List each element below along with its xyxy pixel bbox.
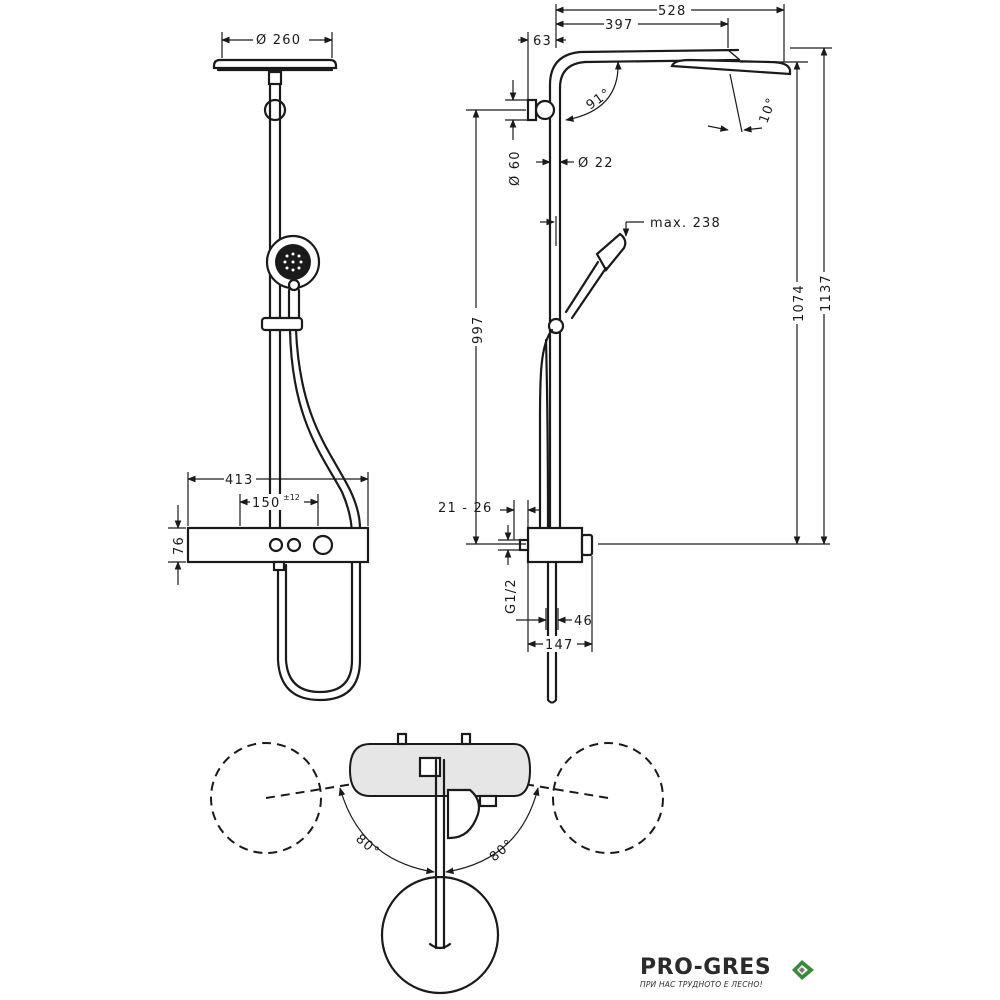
side-wall-bracket bbox=[526, 98, 538, 122]
top-view: 80° 80° bbox=[210, 732, 664, 995]
dim-swivel-left: 80° bbox=[352, 832, 382, 861]
brand-logo: PRO-GRES ПРИ НАС ТРУДНОТО Е ЛЕСНО! bbox=[640, 956, 830, 990]
dim-total-to-arm: 1074 bbox=[792, 284, 807, 322]
top-overhead-shower bbox=[380, 875, 500, 995]
front-hose bbox=[276, 328, 362, 702]
dim-total-height: 1137 bbox=[819, 274, 834, 312]
brand-name: PRO-GRES bbox=[640, 955, 772, 980]
front-wall-bracket bbox=[263, 98, 287, 122]
side-hose bbox=[538, 328, 554, 530]
dim-wall-bracket-diameter: Ø 60 bbox=[508, 150, 523, 186]
dim-handshower-max: max. 238 bbox=[650, 216, 721, 231]
dim-body-depth: 46 bbox=[574, 614, 593, 629]
side-outlet-hose bbox=[546, 560, 558, 704]
brand-tagline: ПРИ НАС ТРУДНОТО Е ЛЕСНО! bbox=[640, 980, 763, 989]
dim-arm-angle: 91° bbox=[584, 86, 614, 114]
dim-head-tilt: 10° bbox=[757, 95, 780, 125]
dim-arm-reach: 528 bbox=[658, 4, 686, 19]
front-hand-shower bbox=[265, 234, 321, 324]
front-slider-holder bbox=[260, 316, 304, 332]
dim-arm-to-head: 397 bbox=[605, 18, 633, 33]
dim-head-diameter: Ø 260 bbox=[256, 33, 301, 48]
dim-riser-diameter: Ø 22 bbox=[578, 156, 614, 171]
side-thermostat-body bbox=[526, 526, 584, 564]
front-button-right bbox=[286, 537, 302, 553]
front-button-left bbox=[268, 537, 284, 553]
front-view: Ø 260 413 150 ±12 76 bbox=[168, 32, 370, 702]
dim-swivel-right: 80° bbox=[487, 836, 517, 865]
dim-outlet-spacing-tolerance: ±12 bbox=[283, 493, 300, 502]
side-hand-shower bbox=[547, 232, 627, 335]
dim-thermostat-width: 413 bbox=[225, 473, 253, 488]
dim-wall-gap: 21 - 26 bbox=[438, 501, 492, 516]
swivel-left-circle bbox=[210, 742, 322, 854]
dim-riser-height: 997 bbox=[471, 316, 486, 344]
front-thermostat-knob bbox=[312, 534, 334, 556]
dim-thermostat-height: 76 bbox=[172, 536, 187, 555]
side-view: 528 397 63 91° 10° Ø 60 Ø 22 max. 2 bbox=[438, 2, 834, 704]
dim-thermostat-depth: 147 bbox=[545, 638, 573, 653]
brand-diamond-icon bbox=[792, 960, 814, 980]
dim-connection-thread: G1/2 bbox=[504, 578, 519, 614]
dim-outlet-spacing: 150 bbox=[252, 496, 280, 511]
front-overhead-shower bbox=[212, 58, 338, 70]
side-riser-and-arm bbox=[548, 48, 740, 530]
dim-wall-offset-top: 63 bbox=[533, 34, 552, 49]
swivel-right-circle bbox=[552, 742, 664, 854]
